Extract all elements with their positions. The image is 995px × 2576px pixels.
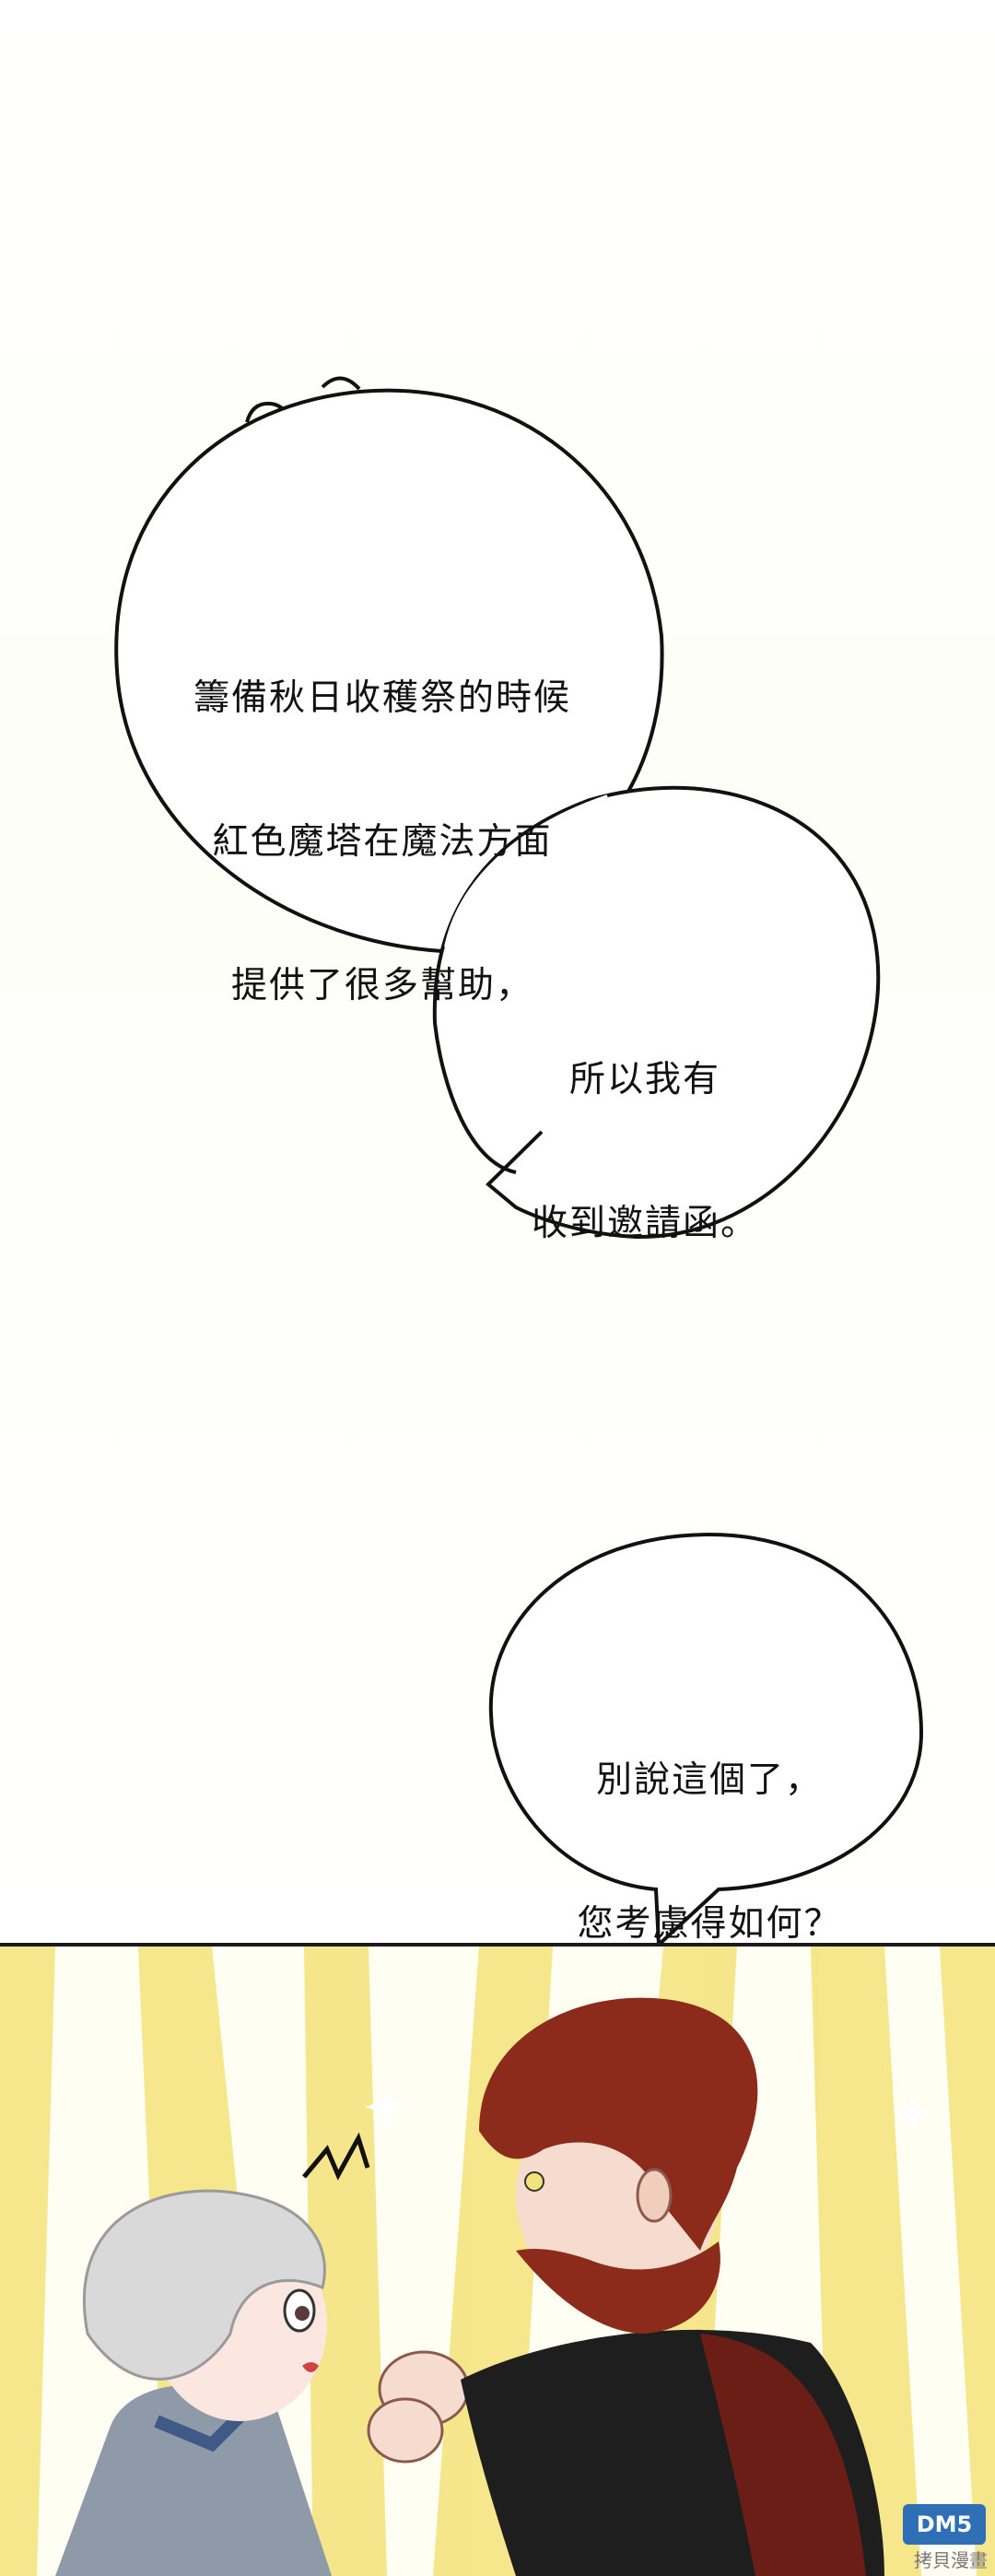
bubble-first-line-1: 籌備秋日收穫祭的時候 — [193, 677, 571, 719]
man-eye-sparkle — [524, 2171, 544, 2192]
surprise-mark-right — [321, 376, 361, 391]
boy-hair — [82, 2189, 326, 2381]
illustration-art — [0, 1947, 995, 2576]
boy-body — [55, 2384, 332, 2576]
clasped-hands — [367, 2350, 470, 2464]
bubble-third-text: 別說這個了， 您考慮得如何？ — [521, 1661, 898, 1996]
man-ear — [636, 2168, 673, 2223]
bubble-first-text: 籌備秋日收穫祭的時候 紅色魔塔在魔法方面 提供了很多幫助， — [138, 579, 626, 1058]
speech-bubble-third — [488, 1532, 924, 1945]
man-beard — [516, 2241, 720, 2334]
watermark-text: 拷貝漫畫 — [914, 2549, 988, 2571]
boy-character — [55, 2132, 370, 2576]
man-character — [461, 1997, 884, 2576]
boy-mouth — [302, 2362, 319, 2372]
boy-collar — [154, 2412, 244, 2452]
illustration-panel: DM5 拷貝漫畫 — [0, 1943, 995, 2576]
speech-bubble-second — [432, 785, 881, 1240]
bubble-third-line-1: 別說這個了， — [595, 1759, 823, 1801]
speech-bubbles-layer — [114, 376, 924, 1945]
man-vest — [700, 2334, 866, 2576]
bubble-first-line-2: 紅色魔塔在魔法方面 — [212, 821, 553, 863]
watermark-logo: DM5 — [903, 2504, 986, 2545]
bubble-second-line-1: 所以我有 — [568, 1059, 720, 1100]
bubble-third-line-2: 您考慮得如何？ — [577, 1903, 842, 1945]
bubble-second-text: 所以我有 收到邀請函。 — [502, 960, 788, 1296]
bubble-first-line-3: 提供了很多幫助， — [230, 965, 533, 1006]
bubble-second-line-2: 收到邀請函。 — [531, 1203, 758, 1244]
startle-mark — [302, 2132, 370, 2181]
man-hair — [479, 1997, 758, 2251]
